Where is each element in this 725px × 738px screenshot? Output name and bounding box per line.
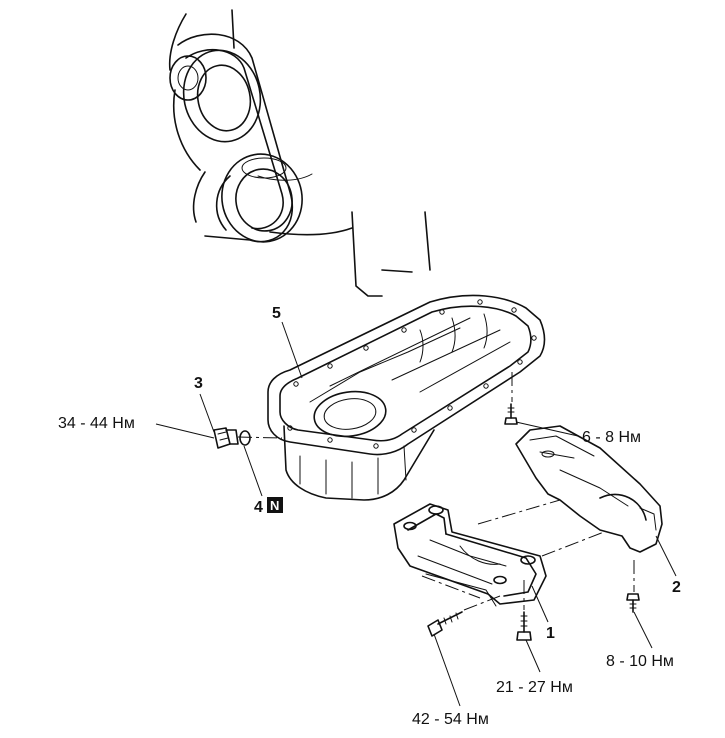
pan-bolt [504, 403, 518, 425]
cover-alignment-line-1 [477, 499, 561, 525]
leader-part-4 [243, 445, 263, 497]
drive-belt [177, 33, 293, 243]
leader-cover-bolt-torque [633, 611, 653, 649]
torque-bracket-bolt-long: 42 - 54 Нм [412, 711, 489, 728]
engine-support-bracket [393, 503, 547, 607]
leader-drain-plug-torque [155, 423, 215, 439]
bracket-bolt-long [427, 611, 463, 637]
bracket-alignment-line [421, 575, 481, 599]
torque-drain-plug: 34 - 44 Нм [58, 415, 135, 432]
engine-front-outline [168, 9, 431, 297]
callout-part-3: 3 [194, 375, 203, 392]
crankshaft-pulley [215, 153, 303, 243]
new-part-badge [267, 497, 283, 513]
leader-bracket-bolt-long-torque [433, 633, 461, 707]
callout-part-4: 4 [254, 499, 263, 516]
upper-pulley [169, 49, 262, 143]
cover-alignment-line-2 [541, 531, 605, 557]
leader-part-3 [199, 393, 215, 433]
callout-part-2: 2 [672, 579, 681, 596]
torque-cover-bolt: 8 - 10 Нм [606, 653, 674, 670]
new-part-badge-letter: N [270, 498, 279, 513]
leader-bracket-bolt-short-torque [525, 639, 541, 673]
torque-pan-bolt: 6 - 8 Нм [582, 429, 641, 446]
bracket-bolt-short [516, 611, 532, 641]
drain-plug [213, 427, 239, 449]
leader-part-5 [281, 321, 303, 379]
callout-part-5: 5 [272, 305, 281, 322]
flywheel-cover [515, 425, 663, 553]
cover-bolt [626, 593, 640, 613]
oil-pan [267, 294, 546, 501]
leader-pan-bolt-torque [515, 421, 579, 437]
drain-plug-gasket [239, 430, 251, 446]
torque-bracket-bolt-short: 21 - 27 Нм [496, 679, 573, 696]
drain-plug-axis [237, 436, 283, 439]
callout-part-1: 1 [546, 625, 555, 642]
leader-part-1 [531, 585, 549, 623]
leader-part-2 [655, 535, 677, 577]
